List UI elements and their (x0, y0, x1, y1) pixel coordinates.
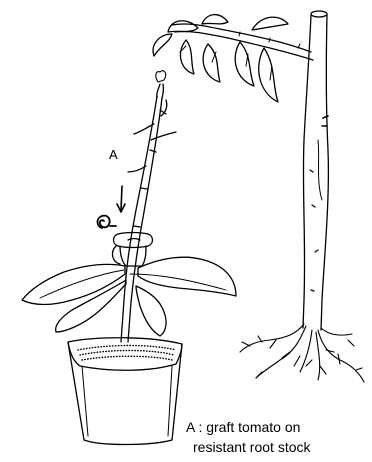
soil (78, 346, 176, 361)
graft-arrow (117, 186, 125, 212)
graft-clip (113, 233, 153, 267)
caption-line-1: A : graft tomato on (186, 417, 368, 437)
rootstock-stem (303, 15, 328, 330)
rootstock-roots (240, 324, 364, 382)
rootstock-plant (153, 11, 364, 382)
graft-label-a: A (109, 147, 118, 162)
rootstock-cut-top (311, 11, 327, 17)
scion-stem (121, 71, 166, 342)
grafted-plant (22, 71, 236, 445)
caption-line-2: resistant root stock (186, 437, 368, 457)
spiral-mark (98, 216, 117, 228)
rootstock-branch (172, 24, 313, 60)
caption: A : graft tomato on resistant root stock (186, 417, 368, 457)
rootstock-leaves (153, 15, 288, 102)
